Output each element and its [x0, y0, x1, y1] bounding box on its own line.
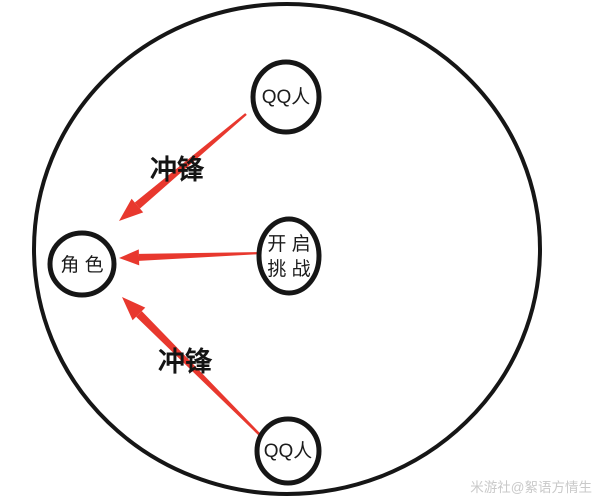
node-role-label: 角 色 — [60, 254, 103, 276]
node-qq-top-circle — [250, 59, 322, 135]
challenge-arrow-middle — [119, 249, 262, 266]
node-qq-top-label: QQ人 — [262, 86, 311, 108]
node-qq-bottom-circle — [254, 416, 322, 486]
charge-arrow-top-head — [119, 198, 144, 221]
node-role-circle — [47, 230, 117, 298]
node-challenge-circle — [256, 216, 322, 296]
challenge-arrow-head — [119, 249, 140, 266]
challenge-arrow-shaft — [139, 252, 262, 261]
node-challenge-label-line1: 开 启 — [267, 233, 310, 255]
charge-arrow-bottom-head — [122, 297, 146, 321]
charge-arrow-bottom — [122, 297, 267, 442]
node-role: 角 色 — [47, 230, 117, 298]
charge-label-top: 冲锋 — [150, 155, 205, 185]
watermark-text: 米游社@絮语方情生 — [470, 479, 592, 495]
charge-label-bottom: 冲锋 — [158, 347, 213, 377]
node-qq-bottom: QQ人 — [254, 416, 322, 486]
node-challenge: 开 启 挑 战 — [256, 216, 322, 296]
charge-arrow-top-shaft — [134, 113, 247, 209]
node-qq-bottom-label: QQ人 — [264, 440, 313, 462]
charge-arrow-top — [119, 113, 247, 221]
node-challenge-label-line2: 挑 战 — [267, 258, 310, 280]
arena-circle — [32, 2, 542, 496]
node-qq-top: QQ人 — [250, 59, 322, 135]
charge-arrow-bottom-shaft — [136, 311, 267, 442]
